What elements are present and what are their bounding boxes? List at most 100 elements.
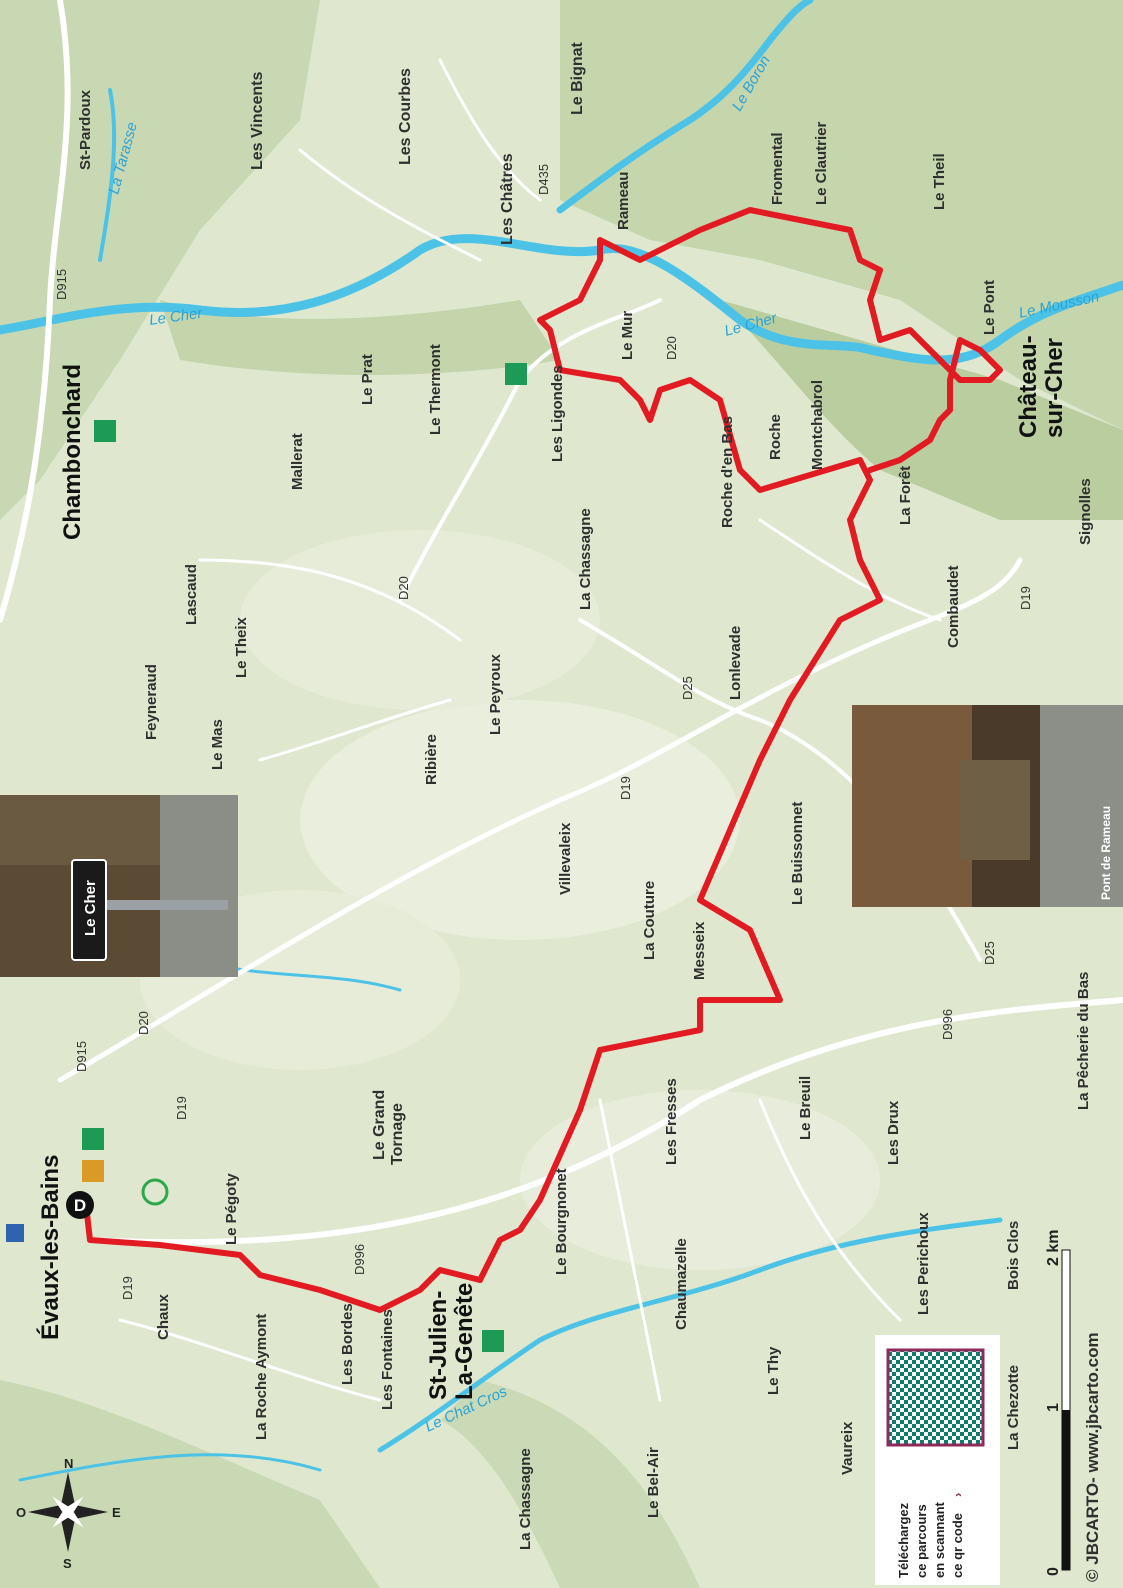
place-label: Ribière: [423, 734, 440, 785]
compass-letter: O: [16, 1505, 26, 1520]
road-label: D19: [618, 776, 633, 800]
place-label: Le Pont: [981, 280, 998, 335]
place-label: La Roche Aymont: [253, 1314, 270, 1440]
road-label: D20: [136, 1011, 151, 1035]
place-label: Le Peyroux: [487, 653, 504, 735]
town-label: Château-: [1015, 335, 1042, 438]
place-label: Les Bordes: [339, 1303, 356, 1385]
place-label: Le Buissonnet: [789, 802, 806, 905]
place-label: Le Theil: [931, 153, 948, 210]
place-label: Le Mur: [619, 311, 636, 360]
place-label: Le Clautrier: [813, 121, 830, 205]
place-label: Roche d'en Bas: [719, 416, 736, 528]
scale-label: 1: [1045, 1403, 1062, 1412]
start-marker: D: [66, 1191, 94, 1219]
river-chat-cros: [377, 1217, 1003, 1453]
qr-text-line: ce parcours: [914, 1504, 929, 1578]
place-label: Les Perichoux: [915, 1212, 932, 1315]
place-label: Le Mas: [209, 719, 226, 770]
place-label: Le Pégoty: [223, 1173, 240, 1245]
chevron-right-icon: ›: [950, 1493, 965, 1497]
place-label: Le Theix: [233, 616, 250, 678]
town-label: Évaux-les-Bains: [36, 1155, 64, 1340]
road-d19: [57, 557, 1023, 1083]
town-labels: Chambonchard Château- sur-Cher Évaux-les…: [36, 335, 1068, 1400]
place-label: Les Fontaines: [379, 1309, 396, 1410]
qr-code[interactable]: [886, 1348, 985, 1447]
road-d915: [0, 0, 71, 623]
place-label: La Forêt: [897, 466, 914, 525]
place-label: Le Bourgnonet: [553, 1168, 570, 1275]
place-label: Le Prat: [359, 354, 376, 405]
road-labels: D915 D435 D20 D20 D25 D19 D19 D25 D996 D…: [54, 164, 1033, 1300]
place-label: Fromental: [769, 132, 786, 205]
hiking-route: [83, 207, 1003, 1313]
place-label: Montchabrol: [809, 380, 826, 470]
town-label: Chambonchard: [59, 364, 86, 540]
place-label: Les Courbes: [397, 68, 414, 165]
river-boron: [556, 0, 814, 214]
place-label: Les Châtres: [499, 153, 516, 245]
town-label: St-Julien-: [425, 1291, 452, 1400]
photo-river-sign: Le Cher: [0, 795, 238, 977]
place-label: Le Bignat: [569, 41, 586, 115]
road-label: D25: [982, 941, 997, 965]
compass-letter: N: [64, 1456, 73, 1471]
qr-panel: Téléchargez ce parcours en scannant ce q…: [875, 1335, 1000, 1585]
start-marker-label: D: [74, 1196, 86, 1215]
road-label: D20: [396, 576, 411, 600]
place-label: La Pêcherie du Bas: [1075, 972, 1092, 1110]
place-label: Chaumazelle: [673, 1238, 690, 1330]
place-label: La Chassagne: [577, 508, 594, 610]
picnic-icon: [482, 1330, 504, 1352]
place-label: Le Thermont: [427, 344, 444, 435]
map-symbols: [6, 363, 527, 1352]
road-label: D915: [54, 269, 69, 300]
picnic-icon: [82, 1128, 104, 1150]
scale-label: 2 km: [1045, 1230, 1062, 1266]
qr-text-line: Téléchargez: [896, 1502, 911, 1578]
river-tarasse: [98, 88, 117, 262]
credit-text: © JBCARTO- www.jbcarto.com: [1083, 1332, 1102, 1582]
road-label: D435: [536, 164, 551, 195]
place-label: Signolles: [1077, 478, 1094, 545]
place-label: Les Drux: [885, 1100, 902, 1165]
compass-letter: S: [63, 1556, 72, 1571]
road-label: D996: [940, 1009, 955, 1040]
qr-text-line: ce qr code: [950, 1513, 965, 1578]
place-label: La Chassagne: [517, 1448, 534, 1550]
road-d996: [87, 997, 1123, 1246]
viewpoint-icon: [505, 363, 527, 385]
place-label: Le Breuil: [797, 1076, 814, 1140]
place-label: Villevaleix: [557, 822, 574, 895]
compass-rose: O N S E: [16, 1456, 121, 1571]
spa-icon: [82, 1160, 104, 1182]
qr-text-line: en scannant: [932, 1501, 947, 1578]
river-sign-text: Le Cher: [82, 880, 99, 936]
town-label: La-Genête: [451, 1283, 478, 1400]
picnic-icon: [94, 420, 116, 442]
place-label: Mallerat: [289, 433, 306, 490]
place-label: Le Bel-Air: [645, 1447, 662, 1518]
place-label: Chaux: [155, 1294, 172, 1341]
roads: [0, 0, 1123, 1402]
road-label: D19: [174, 1096, 189, 1120]
photo-caption: Pont de Rameau: [1099, 806, 1113, 900]
place-label: La Couture: [641, 881, 658, 960]
road-label: D25: [680, 676, 695, 700]
road-label: D915: [74, 1041, 89, 1072]
road-label: D19: [120, 1276, 135, 1300]
place-label: Combaudet: [945, 565, 962, 648]
place-label: Roche: [767, 414, 784, 460]
road-label: D19: [1018, 586, 1033, 610]
road-label: D20: [664, 336, 679, 360]
photo-pont-de-rameau: Pont de Rameau: [852, 705, 1123, 907]
place-labels: St-Pardoux Les Vincents Les Courbes Le B…: [77, 41, 1094, 1550]
scale-label: 0: [1045, 1567, 1062, 1576]
place-label: Tornage: [389, 1103, 406, 1165]
cycling-icon: [141, 1178, 169, 1206]
tourist-info-icon: [6, 1224, 24, 1242]
place-label: Le Thy: [765, 1346, 782, 1395]
